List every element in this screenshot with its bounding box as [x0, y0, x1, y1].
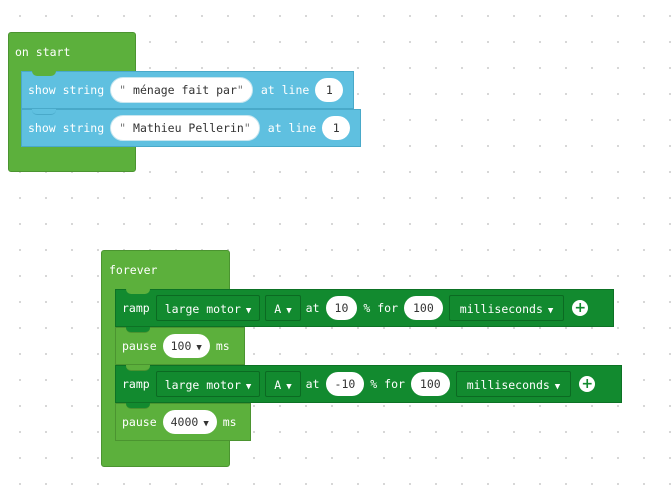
caret-down-icon: ▼: [286, 382, 292, 392]
pct-for-label: % for: [363, 301, 398, 315]
ms-label: ms: [215, 339, 230, 353]
at-line-label: at line: [260, 83, 310, 97]
show-string-block-2[interactable]: show string " Mathieu Pellerin" at line …: [21, 109, 361, 147]
ramp-block-2[interactable]: ramp large motor▼ A▼ at -10 % for 100 mi…: [115, 365, 622, 403]
caret-down-icon: ▼: [245, 306, 252, 316]
on-start-label: on start: [15, 45, 71, 59]
pause-block-2[interactable]: pause 4000▼ ms: [115, 403, 251, 441]
port-dropdown-2[interactable]: A▼: [265, 371, 301, 397]
caret-down-icon: ▼: [286, 306, 292, 316]
ramp-label: ramp: [122, 377, 150, 391]
plus-circle-icon[interactable]: +: [579, 376, 596, 392]
caret-down-icon: ▼: [554, 382, 561, 392]
at-label: at: [305, 377, 320, 391]
pause-label: pause: [122, 339, 157, 353]
motor-dropdown-2[interactable]: large motor▼: [155, 371, 261, 397]
pct-for-label: % for: [370, 377, 405, 391]
pause-block-1[interactable]: pause 100▼ ms: [115, 327, 245, 365]
caret-down-icon: ▼: [196, 343, 202, 353]
duration-input-2[interactable]: 100: [410, 372, 450, 396]
line-number-input-2[interactable]: 1: [322, 116, 351, 140]
unit-dropdown-2[interactable]: milliseconds▼: [455, 371, 572, 397]
show-string-block-1[interactable]: show string " ménage fait par" at line 1: [21, 71, 354, 109]
pause-duration-dropdown-2[interactable]: 4000▼: [162, 410, 217, 434]
duration-input-1[interactable]: 100: [404, 296, 443, 320]
at-line-label: at line: [267, 121, 317, 135]
ramp-label: ramp: [122, 301, 150, 315]
unit-dropdown-1[interactable]: milliseconds▼: [448, 295, 565, 321]
caret-down-icon: ▼: [547, 306, 554, 316]
pause-duration-dropdown-1[interactable]: 100▼: [162, 334, 210, 358]
motor-dropdown-1[interactable]: large motor▼: [155, 295, 261, 321]
pause-label: pause: [122, 415, 157, 429]
string-input-2[interactable]: " Mathieu Pellerin": [110, 115, 260, 141]
speed-input-2[interactable]: -10: [325, 372, 365, 396]
plus-circle-icon[interactable]: +: [572, 300, 589, 316]
caret-down-icon: ▼: [245, 382, 252, 392]
show-string-label: show string: [28, 121, 105, 135]
speed-input-1[interactable]: 10: [325, 296, 358, 320]
forever-label: forever: [109, 263, 158, 277]
ms-label: ms: [222, 415, 237, 429]
ramp-block-1[interactable]: ramp large motor▼ A▼ at 10 % for 100 mil…: [115, 289, 614, 327]
port-dropdown-1[interactable]: A▼: [265, 295, 301, 321]
show-string-label: show string: [28, 83, 105, 97]
caret-down-icon: ▼: [203, 419, 209, 429]
line-number-input-1[interactable]: 1: [315, 78, 344, 102]
at-label: at: [305, 301, 320, 315]
string-input-1[interactable]: " ménage fait par": [110, 77, 253, 103]
